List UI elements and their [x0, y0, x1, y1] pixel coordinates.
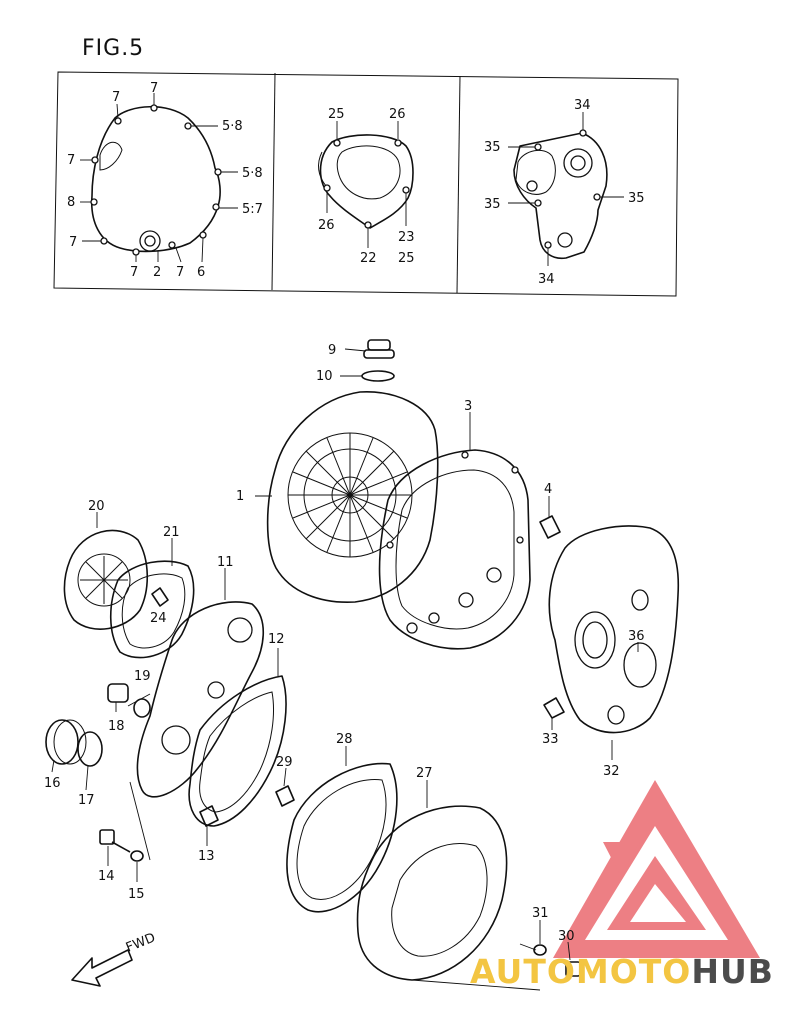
label-35b: 35	[628, 191, 645, 206]
callout-17: 17	[78, 793, 95, 808]
figure-title: FIG.5	[82, 36, 145, 61]
label-25b: 25	[398, 251, 415, 266]
part-28-gasket	[286, 762, 398, 913]
callout-4: 4	[544, 482, 552, 497]
label-7b: 7	[112, 90, 120, 105]
label-6: 6	[197, 265, 205, 280]
label-5-7: 5:7	[242, 202, 263, 217]
part-27-crankcase-cover	[356, 805, 508, 981]
fwd-label: FWD	[124, 930, 158, 955]
watermark-text: AUTOMOTOHUB	[470, 952, 774, 991]
label-7f: 7	[176, 265, 184, 280]
part-29-dowel	[275, 785, 295, 807]
callout-27: 27	[416, 766, 433, 781]
label-35c: 35	[484, 197, 501, 212]
callout-36: 36	[628, 629, 645, 644]
label-5-8b: 5·8	[242, 166, 263, 181]
inset-frame	[53, 71, 679, 297]
part-9-plug	[363, 339, 395, 359]
label-7a: 7	[150, 81, 158, 96]
label-5-8a: 5·8	[222, 119, 243, 134]
label-25a: 25	[328, 107, 345, 122]
part-32-generator-cover	[548, 525, 680, 734]
panel-right-cover	[508, 112, 624, 266]
watermark-auto: AUTO	[470, 952, 576, 991]
part-16-seal	[45, 719, 87, 765]
part-4-dowel-pin	[539, 515, 561, 539]
callout-10: 10	[316, 369, 333, 384]
part-18-bearing	[107, 683, 129, 703]
callout-29: 29	[276, 755, 293, 770]
label-23: 23	[398, 230, 415, 245]
label-8: 8	[67, 195, 75, 210]
part-1-clutch-cover	[266, 391, 439, 603]
part-20-pump-cover	[63, 529, 149, 630]
label-34b: 34	[538, 272, 555, 287]
callout-11: 11	[217, 555, 234, 570]
callout-3: 3	[464, 399, 472, 414]
callout-12: 12	[268, 632, 285, 647]
part-12-gasket	[188, 675, 287, 827]
part-24-pin	[151, 587, 169, 607]
part-14-bolt	[99, 829, 131, 853]
part-11-water-pump-body	[136, 601, 264, 798]
part-21-gasket	[109, 560, 195, 659]
panel-middle-labels: 25 26 26 23 22 25	[318, 107, 415, 266]
fwd-arrow-icon	[71, 949, 133, 987]
watermark-hub: HUB	[691, 952, 774, 991]
main-leader-lines	[51, 348, 639, 991]
part-17-o-ring	[77, 731, 103, 767]
callout-18: 18	[108, 719, 125, 734]
part-31-washer	[533, 944, 547, 956]
label-7e: 7	[130, 265, 138, 280]
watermark-logo-icon	[553, 780, 760, 958]
panel-left-clutch-cover	[80, 93, 238, 263]
part-30-bolt	[559, 959, 581, 977]
callout-15: 15	[128, 887, 145, 902]
part-33-dowel-pin	[543, 697, 565, 719]
callout-24: 24	[150, 611, 167, 626]
label-26b: 26	[318, 218, 335, 233]
label-26a: 26	[389, 107, 406, 122]
label-2: 2	[153, 265, 161, 280]
callout-30: 30	[558, 929, 575, 944]
label-7d: 7	[69, 235, 77, 250]
gasket-holes	[386, 451, 524, 634]
callout-32: 32	[603, 764, 620, 779]
callout-28: 28	[336, 732, 353, 747]
part-3-gasket	[378, 449, 531, 650]
part-10-o-ring	[361, 370, 395, 382]
part-19-washer	[133, 698, 151, 718]
callout-14: 14	[98, 869, 115, 884]
callout-19: 19	[134, 669, 151, 684]
label-35a: 35	[484, 140, 501, 155]
part-15-washer	[130, 850, 144, 862]
callout-9: 9	[328, 343, 336, 358]
callout-21: 21	[163, 525, 180, 540]
panel-right-labels: 34 35 35 35 34	[484, 98, 645, 287]
label-22: 22	[360, 251, 377, 266]
callout-13: 13	[198, 849, 215, 864]
watermark-moto: MOTO	[575, 952, 692, 991]
callout-1: 1	[236, 489, 244, 504]
main-callouts: 1 3 4 9 10 11 12 13 14 15 16 17 18 19 20…	[44, 343, 645, 944]
callout-31: 31	[532, 906, 549, 921]
label-7c: 7	[67, 153, 75, 168]
callout-20: 20	[88, 499, 105, 514]
label-34a: 34	[574, 98, 591, 113]
part-13-dowel	[199, 805, 219, 827]
callout-16: 16	[44, 776, 61, 791]
callout-33: 33	[542, 732, 559, 747]
panel-middle-cover	[318, 121, 414, 248]
panel-left-labels: 7 7 5·8 7 5·8 8 5:7 7 7 2 7 6	[67, 81, 263, 280]
